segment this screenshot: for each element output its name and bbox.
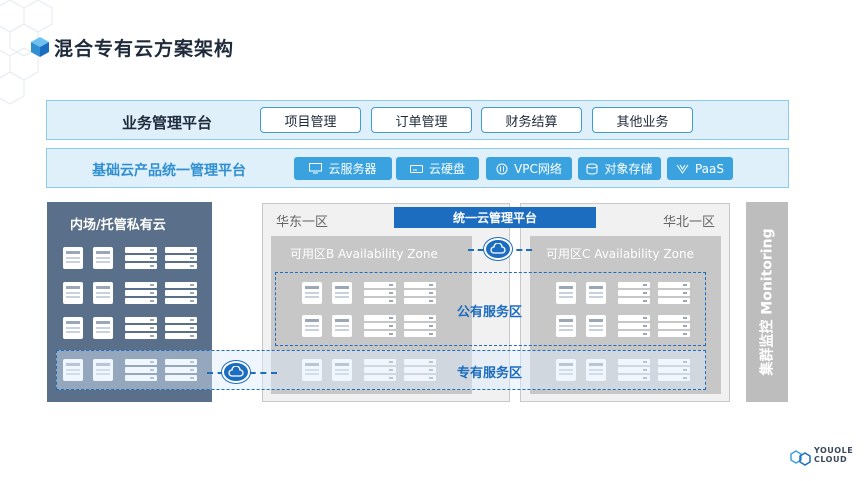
server-rack-icon (658, 282, 690, 304)
server-rack-icon (165, 359, 197, 381)
service-label: 云服务器 (328, 162, 377, 176)
server-rack-icon (125, 282, 157, 304)
dedicated-service-area-label: 专有服务区 (457, 366, 523, 381)
page-title: 混合专有云方案架构 (54, 38, 235, 60)
service-vpc[interactable]: VPC网络 (486, 157, 572, 180)
server-rack-icon (165, 247, 197, 269)
server-tower-icon (332, 359, 352, 381)
server-tower-icon (63, 359, 83, 381)
private-cloud-label: 内场/托管私有云 (70, 218, 166, 233)
server-rack-icon (364, 315, 396, 337)
storage-icon (586, 163, 598, 175)
server-tower-icon (63, 247, 83, 269)
cluster-monitoring-label: 集群监控 Monitoring (760, 228, 777, 376)
logo-line-2: CLOUD (814, 455, 848, 464)
hexagon-pattern-decoration (0, 0, 53, 105)
server-tower-icon (93, 359, 113, 381)
server-rack-icon (404, 282, 436, 304)
service-object-storage[interactable]: 对象存储 (578, 157, 661, 180)
server-rack-icon (618, 359, 650, 381)
server-rack-icon (404, 359, 436, 381)
business-item-other[interactable]: 其他业务 (592, 107, 693, 133)
server-rack-icon (125, 247, 157, 269)
server-tower-icon (302, 315, 322, 337)
youole-cloud-logo (790, 450, 811, 466)
server-rack-icon (618, 282, 650, 304)
server-tower-icon (556, 359, 576, 381)
server-tower-icon (556, 315, 576, 337)
service-paas[interactable]: PaaS (667, 157, 733, 180)
public-service-area-label: 公有服务区 (457, 305, 523, 320)
network-hub-icon (222, 361, 250, 383)
service-label: VPC网络 (514, 162, 562, 176)
server-rack-icon (125, 359, 157, 381)
server-tower-icon (556, 282, 576, 304)
service-label: 云硬盘 (428, 162, 465, 176)
paas-icon (676, 164, 689, 174)
business-platform-label: 业务管理平台 (122, 114, 213, 132)
server-rack-icon (364, 359, 396, 381)
service-label: 对象存储 (604, 162, 653, 176)
dedicated-service-area (56, 350, 706, 390)
server-tower-icon (586, 315, 606, 337)
server-tower-icon (302, 282, 322, 304)
server-tower-icon (63, 317, 83, 339)
server-rack-icon (658, 315, 690, 337)
base-platform-label: 基础云产品统一管理平台 (92, 163, 246, 179)
server-rack-icon (165, 282, 197, 304)
region-north-label: 华北一区 (663, 215, 716, 230)
cube-icon (31, 37, 49, 57)
server-tower-icon (586, 359, 606, 381)
availability-zone-b-label: 可用区B Availability Zone (290, 247, 438, 261)
server-tower-icon (93, 247, 113, 269)
server-tower-icon (332, 282, 352, 304)
vpc-icon (496, 163, 508, 174)
server-rack-icon (165, 317, 197, 339)
server-rack-icon (364, 282, 396, 304)
business-item-finance[interactable]: 财务结算 (481, 107, 582, 133)
business-item-project[interactable]: 项目管理 (260, 107, 361, 133)
server-rack-icon (618, 315, 650, 337)
server-tower-icon (93, 282, 113, 304)
server-rack-icon (658, 359, 690, 381)
cluster-monitoring-panel (746, 202, 788, 402)
service-cloud-disk[interactable]: 云硬盘 (396, 157, 479, 180)
region-east-label: 华东一区 (276, 215, 329, 230)
server-tower-icon (63, 282, 83, 304)
cluster-monitoring-label-wrap: 集群监控 Monitoring (746, 202, 788, 402)
server-tower-icon (332, 315, 352, 337)
availability-zone-c-label: 可用区C Availability Zone (546, 247, 694, 261)
service-label: PaaS (694, 161, 725, 176)
service-cloud-server[interactable]: 云服务器 (294, 157, 392, 180)
server-tower-icon (302, 359, 322, 381)
disk-icon (409, 165, 423, 173)
monitor-icon (309, 163, 323, 174)
server-rack-icon (404, 315, 436, 337)
server-tower-icon (586, 282, 606, 304)
server-tower-icon (93, 317, 113, 339)
unified-cloud-platform-bar: 统一云管理平台 (394, 207, 596, 228)
logo-text: YOUOLE CLOUD (814, 446, 853, 464)
business-item-order[interactable]: 订单管理 (371, 107, 472, 133)
server-rack-icon (125, 317, 157, 339)
public-service-area (275, 272, 706, 346)
logo-line-1: YOUOLE (814, 446, 854, 455)
network-hub-icon (484, 238, 512, 260)
